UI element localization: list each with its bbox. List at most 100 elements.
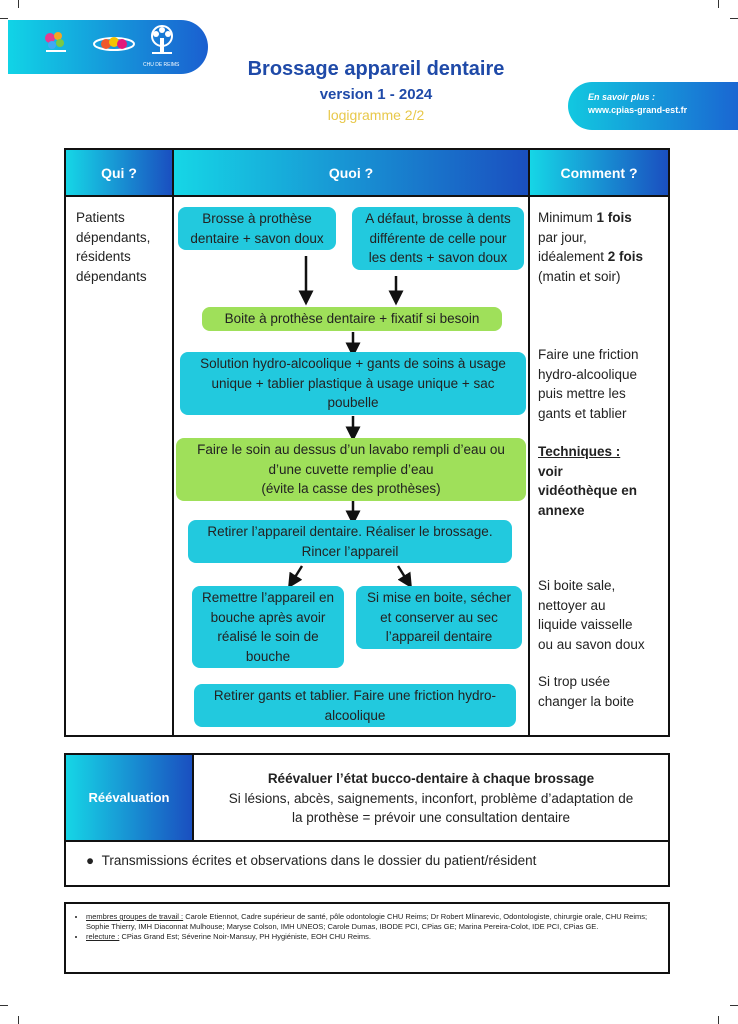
header-divider: [66, 195, 668, 197]
reevaluation-section: Réévaluation Réévaluer l’état bucco-dent…: [64, 753, 670, 887]
comment-line: voir: [538, 463, 563, 479]
page-subtitle: logigramme 2/2: [327, 107, 425, 123]
crop-mark: [18, 1016, 19, 1024]
comment-line: nettoyer au: [538, 597, 606, 613]
box-line: dentaire + savon doux: [190, 230, 324, 246]
logo-banner: CHU DE REIMS: [8, 20, 208, 74]
comment-line: Si boite sale,: [538, 578, 616, 593]
box-line: Faire le soin au dessus d’un lavabo remp…: [197, 442, 505, 457]
box-line: différente de celle pour: [369, 230, 507, 246]
comment-line: annexe: [538, 502, 585, 518]
comment-frequence: Minimum 1 fois par jour, idéalement 2 fo…: [538, 208, 666, 286]
reevaluation-text: Réévaluer l’état bucco-dentaire à chaque…: [194, 755, 668, 840]
flow-box-mise-en-boite: Si mise en boite, sécher et conserver au…: [356, 586, 522, 649]
comment-line: gants et tablier: [538, 405, 627, 421]
comment-line: Minimum 1 fois: [538, 208, 666, 228]
arrow-down-left: [288, 565, 304, 589]
qui-line: résidents: [76, 249, 131, 264]
comment-techniques: Techniques : voir vidéothèque en annexe: [538, 442, 666, 520]
box-line: les dents + savon doux: [368, 250, 508, 265]
transmissions-bullet: ● Transmissions écrites et observations …: [86, 853, 536, 868]
chu-reims-logo: CHU DE REIMS: [142, 24, 182, 70]
qui-line: Patients: [76, 210, 125, 225]
box-line: bouche: [245, 648, 291, 664]
box-line: Retirer gants et tablier. Faire une fric…: [213, 688, 497, 703]
crop-mark: [18, 0, 19, 8]
box-line: poubelle: [327, 395, 379, 410]
reevaluation-line: Si lésions, abcès, saignements, inconfor…: [228, 790, 634, 806]
crop-mark: [0, 18, 8, 19]
comment-boite-usee: Si trop usée changer la boite: [538, 672, 666, 711]
arrow-down-right: [396, 565, 412, 589]
comment-line: idéalement 2 fois: [538, 247, 666, 267]
credits-text: CPias Grand Est; Séverine Noir-Mansuy, P…: [119, 932, 371, 941]
box-line: alcoolique: [324, 707, 386, 723]
box-line: Brosse à prothèse: [202, 211, 312, 226]
section-divider: [66, 840, 668, 842]
logigramme-table: Qui ? Quoi ? Comment ? Patients dépendan…: [64, 148, 670, 737]
text-run: Minimum: [538, 210, 597, 225]
column-divider: [172, 150, 174, 735]
comment-line: Si trop usée: [538, 674, 611, 689]
reevaluation-label: Réévaluation: [66, 755, 192, 840]
credits-box: membres groupes de travail : Carole Etie…: [64, 902, 670, 974]
box-line: Retirer l’appareil dentaire. Réaliser le…: [207, 524, 493, 539]
flow-box-brosse-prothese: Brosse à prothèse dentaire + savon doux: [178, 207, 336, 250]
crop-mark: [718, 0, 719, 8]
comment-friction: Faire une friction hydro-alcoolique puis…: [538, 345, 666, 423]
flow-box-brosse-dents: A défaut, brosse à dents différente de c…: [352, 207, 524, 270]
bullet-text: Transmissions écrites et observations da…: [101, 853, 537, 868]
credits-item: relecture : CPias Grand Est; Séverine No…: [86, 932, 660, 942]
box-line: Solution hydro-alcoolique + gants de soi…: [200, 356, 506, 371]
ars-grand-est-logo: [93, 37, 135, 51]
text-run-bold: 1 fois: [596, 210, 632, 225]
comment-boite-sale: Si boite sale, nettoyer au liquide vaiss…: [538, 576, 666, 654]
box-line: et conserver au sec: [380, 609, 498, 625]
box-line: réalisé le soin de: [217, 629, 319, 644]
credits-label: relecture :: [86, 932, 120, 941]
box-line: Si mise en boite, sécher: [366, 590, 512, 605]
techniques-title[interactable]: Techniques :: [538, 444, 621, 459]
flow-box-boite: Boite à prothèse dentaire + fixatif si b…: [202, 307, 502, 331]
comment-line: (matin et soir): [538, 268, 621, 284]
flow-box-remettre: Remettre l’appareil en bouche après avoi…: [192, 586, 344, 668]
page-title: Brossage appareil dentaire: [247, 58, 505, 80]
comment-line: ou au savon doux: [538, 636, 645, 652]
header-comment: Comment ?: [530, 150, 668, 195]
column-divider: [528, 150, 530, 735]
info-label: En savoir plus :: [588, 92, 656, 102]
box-line: unique + tablier plastique à usage uniqu…: [211, 375, 495, 391]
version-label: version 1 - 2024: [319, 86, 433, 103]
comment-line: changer la boite: [538, 693, 635, 709]
crop-mark: [0, 1005, 8, 1006]
header-quoi: Quoi ?: [174, 150, 528, 195]
box-line: l’appareil dentaire: [385, 629, 493, 644]
comment-line: liquide vaisselle: [538, 617, 633, 632]
crop-mark: [730, 1005, 738, 1006]
crop-mark: [718, 1016, 719, 1024]
comment-line: puis mettre les: [538, 386, 626, 401]
section-divider: [192, 755, 194, 840]
comment-line: Faire une friction: [538, 347, 639, 362]
flow-box-materiel: Solution hydro-alcoolique + gants de soi…: [180, 352, 526, 415]
info-banner: En savoir plus : www.cpias-grand-est.fr: [568, 82, 738, 130]
chu-caption: CHU DE REIMS: [143, 62, 180, 68]
text-run: idéalement: [538, 249, 608, 264]
box-line: Remettre l’appareil en: [201, 590, 335, 605]
header-qui: Qui ?: [66, 150, 172, 195]
cpias-grand-est-logo: [45, 32, 66, 52]
comment-line: par jour,: [538, 229, 587, 245]
box-line: A défaut, brosse à dents: [365, 211, 511, 226]
qui-cell: Patients dépendants, résidents dépendant…: [76, 208, 150, 286]
box-line: Rincer l’appareil: [301, 543, 399, 559]
flow-box-lavabo: Faire le soin au dessus d’un lavabo remp…: [176, 438, 526, 501]
credits-item: membres groupes de travail : Carole Etie…: [86, 912, 660, 932]
credits-text: Carole Etiennot, Cadre supérieur de sant…: [86, 912, 648, 931]
crop-mark: [730, 18, 738, 19]
box-line: d’une cuvette remplie d’eau: [268, 461, 434, 477]
website-link[interactable]: www.cpias-grand-est.fr: [588, 105, 688, 115]
credits-label: membres groupes de travail :: [86, 912, 184, 921]
qui-line: dépendants: [76, 268, 147, 284]
bullet-icon: ●: [86, 853, 102, 868]
flow-box-brossage: Retirer l’appareil dentaire. Réaliser le…: [188, 520, 512, 563]
